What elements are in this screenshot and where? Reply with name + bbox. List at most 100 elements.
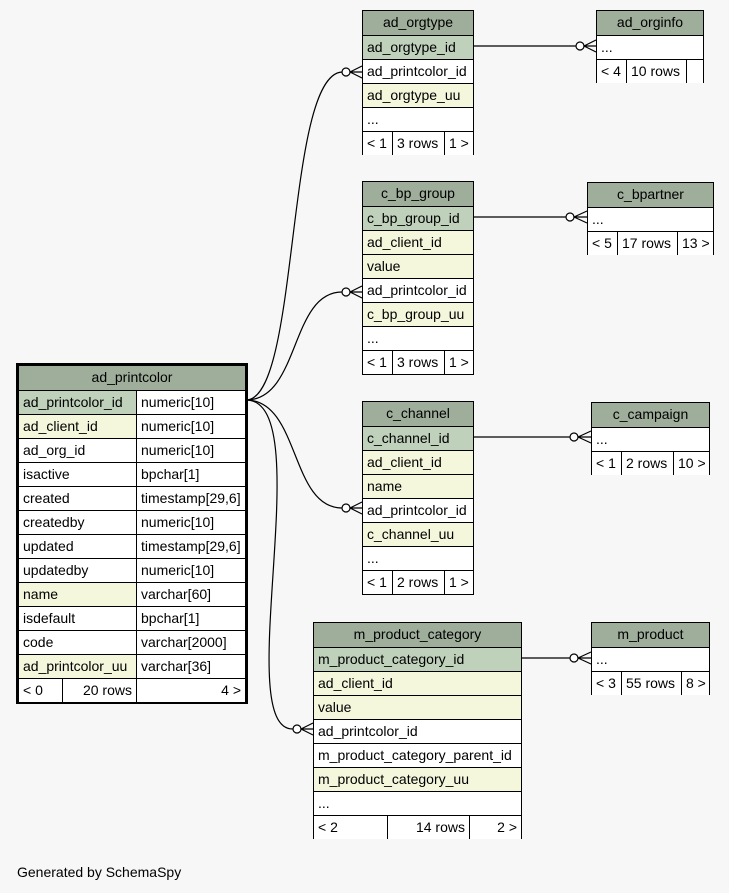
parents-count[interactable]: < 3 — [596, 675, 616, 691]
column-name: c_channel_uu — [367, 526, 455, 542]
children-count[interactable]: 8 > — [681, 672, 709, 695]
table-title[interactable]: ad_printcolor — [19, 366, 245, 390]
table-footer: < 5 17 rows 13 > — [588, 231, 713, 255]
table-row: ad_org_id numeric[10] — [19, 438, 245, 462]
column-name: ad_printcolor_uu — [23, 658, 128, 674]
table-row: value — [363, 254, 473, 278]
table-c_bpartner[interactable]: c_bpartner ... < 5 17 rows 13 > — [587, 182, 714, 255]
children-count[interactable]: 13 > — [677, 232, 713, 255]
table-title[interactable]: c_bp_group — [363, 182, 473, 206]
table-ad_orginfo[interactable]: ad_orginfo ... < 4 10 rows — [596, 10, 704, 83]
table-name: c_bp_group — [381, 185, 455, 201]
table-row: m_product_category_id — [314, 647, 521, 671]
column-name: ad_org_id — [23, 442, 86, 458]
table-name: c_channel — [386, 405, 450, 421]
table-name: ad_orginfo — [616, 14, 684, 30]
table-title[interactable]: ad_orginfo — [597, 11, 703, 35]
column-type: varchar[60] — [136, 583, 245, 606]
row-count: 2 rows — [392, 571, 444, 594]
children-count[interactable]: 2 > — [469, 816, 521, 839]
table-title[interactable]: c_campaign — [592, 403, 709, 427]
table-row: ... — [314, 791, 521, 815]
table-row: ad_orgtype_id — [363, 35, 473, 59]
column-name: ad_orgtype_id — [367, 39, 456, 55]
table-row: c_bp_group_uu — [363, 302, 473, 326]
crowfoot-icon — [349, 501, 363, 515]
column-type: numeric[10] — [136, 415, 245, 438]
table-c_campaign[interactable]: c_campaign ... < 1 2 rows 10 > — [591, 402, 710, 475]
table-row: ... — [363, 546, 473, 570]
column-name: ad_client_id — [367, 234, 442, 250]
table-c_channel[interactable]: c_channel c_channel_id ad_client_id name… — [362, 401, 474, 595]
table-footer: < 1 2 rows 10 > — [592, 451, 709, 475]
children-count[interactable]: 10 > — [673, 452, 709, 475]
table-row: c_channel_uu — [363, 522, 473, 546]
edge-end-circle — [569, 432, 579, 442]
row-count: 20 rows — [62, 679, 136, 702]
table-m_product_category[interactable]: m_product_category m_product_category_id… — [313, 622, 522, 839]
crowfoot-icon — [573, 210, 588, 224]
column-name: ... — [592, 211, 604, 227]
column-name: createdby — [23, 514, 85, 530]
column-name: value — [318, 699, 352, 715]
table-footer: < 1 2 rows 1 > — [363, 570, 473, 594]
table-footer: < 1 3 rows 1 > — [363, 131, 473, 155]
column-name: value — [367, 258, 401, 274]
children-count[interactable]: 1 > — [444, 132, 473, 155]
table-ad_orgtype[interactable]: ad_orgtype ad_orgtype_id ad_printcolor_i… — [362, 10, 474, 155]
column-name: c_bp_group_uu — [367, 306, 465, 322]
parents-count[interactable]: < 2 — [318, 819, 338, 835]
children-count[interactable] — [686, 60, 703, 83]
column-name: name — [23, 586, 59, 602]
generated-by-label: Generated by SchemaSpy — [17, 864, 182, 880]
parents-count[interactable]: < 1 — [367, 135, 387, 151]
table-row: ad_printcolor_id — [314, 719, 521, 743]
column-name: ... — [367, 330, 379, 346]
column-name: ad_client_id — [367, 454, 442, 470]
edge-ad_printcolor-c_channel — [245, 399, 343, 509]
table-row: ad_printcolor_uu varchar[36] — [19, 654, 245, 678]
table-footer: < 4 10 rows — [597, 59, 703, 83]
children-count[interactable]: 4 > — [136, 679, 245, 702]
table-row: ... — [588, 207, 713, 231]
parents-count[interactable]: < 4 — [601, 63, 621, 79]
parents-count[interactable]: < 1 — [367, 354, 387, 370]
row-count: 55 rows — [621, 672, 681, 695]
table-title[interactable]: c_bpartner — [588, 183, 713, 207]
parents-count[interactable]: < 5 — [592, 235, 612, 251]
parents-count[interactable]: < 0 — [23, 682, 43, 698]
parents-count[interactable]: < 1 — [596, 455, 616, 471]
column-name: updatedby — [23, 562, 89, 578]
column-type: numeric[10] — [136, 511, 245, 534]
column-name: ad_client_id — [23, 418, 98, 434]
table-row: ad_printcolor_id numeric[10] — [19, 390, 245, 414]
column-name: updated — [23, 538, 74, 554]
column-name: code — [23, 634, 54, 650]
table-row: createdby numeric[10] — [19, 510, 245, 534]
table-footer: < 0 20 rows 4 > — [19, 678, 245, 702]
table-row: created timestamp[29,6] — [19, 486, 245, 510]
table-title[interactable]: m_product_category — [314, 623, 521, 647]
table-title[interactable]: c_channel — [363, 402, 473, 426]
row-count: 3 rows — [392, 132, 444, 155]
table-row: isdefault bpchar[1] — [19, 606, 245, 630]
table-m_product[interactable]: m_product ... < 3 55 rows 8 > — [591, 622, 710, 695]
parents-count[interactable]: < 1 — [367, 574, 387, 590]
crowfoot-icon — [583, 39, 597, 53]
row-count: 14 rows — [387, 816, 469, 839]
row-count: 3 rows — [392, 351, 444, 374]
column-name: ... — [601, 39, 613, 55]
table-c_bp_group[interactable]: c_bp_group c_bp_group_id ad_client_id va… — [362, 181, 474, 375]
column-type: numeric[10] — [136, 439, 245, 462]
table-title[interactable]: ad_orgtype — [363, 11, 473, 35]
table-row: ad_printcolor_id — [363, 498, 473, 522]
column-type: numeric[10] — [136, 391, 245, 414]
table-row: isactive bpchar[1] — [19, 462, 245, 486]
edge-end-circle — [575, 41, 585, 51]
table-title[interactable]: m_product — [592, 623, 709, 647]
row-count: 17 rows — [617, 232, 677, 255]
children-count[interactable]: 1 > — [444, 571, 473, 594]
table-row: name varchar[60] — [19, 582, 245, 606]
children-count[interactable]: 1 > — [444, 351, 473, 374]
table-ad_printcolor[interactable]: ad_printcolor ad_printcolor_id numeric[1… — [16, 363, 248, 704]
